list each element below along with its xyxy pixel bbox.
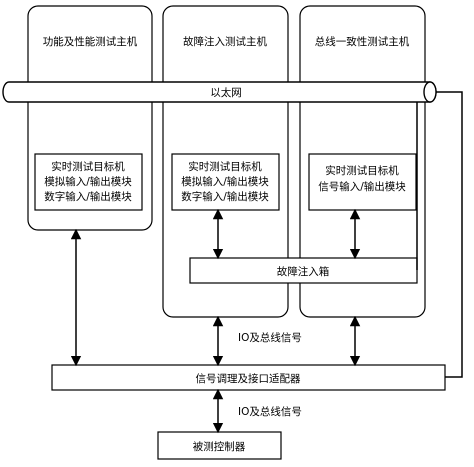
target-bus-line-1: 实时测试目标机 <box>325 164 399 177</box>
fault-injection-box-label: 故障注入箱 <box>277 265 330 278</box>
target-bus: 实时测试目标机 信号输入/输出模块 <box>308 153 417 211</box>
ethernet-bus: 以太网 <box>2 81 437 103</box>
target-fault-line-2: 模拟输入/输出模块 <box>181 175 269 188</box>
host-bus-conformance-title: 总线一致性测试主机 <box>315 35 410 48</box>
target-fault-line-3: 数字输入/输出模块 <box>181 190 269 203</box>
target-functional-line-3: 数字输入/输出模块 <box>44 190 132 203</box>
controller-under-test-box: 被测控制器 <box>157 431 282 460</box>
target-functional-line-1: 实时测试目标机 <box>51 160 125 173</box>
host-functional-performance-title: 功能及性能测试主机 <box>43 35 138 48</box>
host-fault-injection-title: 故障注入测试主机 <box>183 35 267 48</box>
fault-injection-box: 故障注入箱 <box>189 257 418 284</box>
target-functional: 实时测试目标机 模拟输入/输出模块 数字输入/输出模块 <box>34 153 143 211</box>
target-functional-line-2: 模拟输入/输出模块 <box>44 175 132 188</box>
ethernet-label: 以太网 <box>210 86 242 99</box>
controller-under-test-label: 被测控制器 <box>193 440 246 453</box>
target-fault: 实时测试目标机 模拟输入/输出模块 数字输入/输出模块 <box>171 153 280 211</box>
io-bus-signal-label-upper: IO及总线信号 <box>238 331 302 344</box>
target-fault-line-1: 实时测试目标机 <box>188 160 262 173</box>
ethernet-to-adapter-line <box>436 91 463 378</box>
signal-adapter-box: 信号调理及接口适配器 <box>51 364 446 391</box>
target-bus-line-2: 信号输入/输出模块 <box>318 180 406 193</box>
io-bus-signal-label-lower: IO及总线信号 <box>238 405 302 418</box>
signal-adapter-label: 信号调理及接口适配器 <box>196 372 301 385</box>
